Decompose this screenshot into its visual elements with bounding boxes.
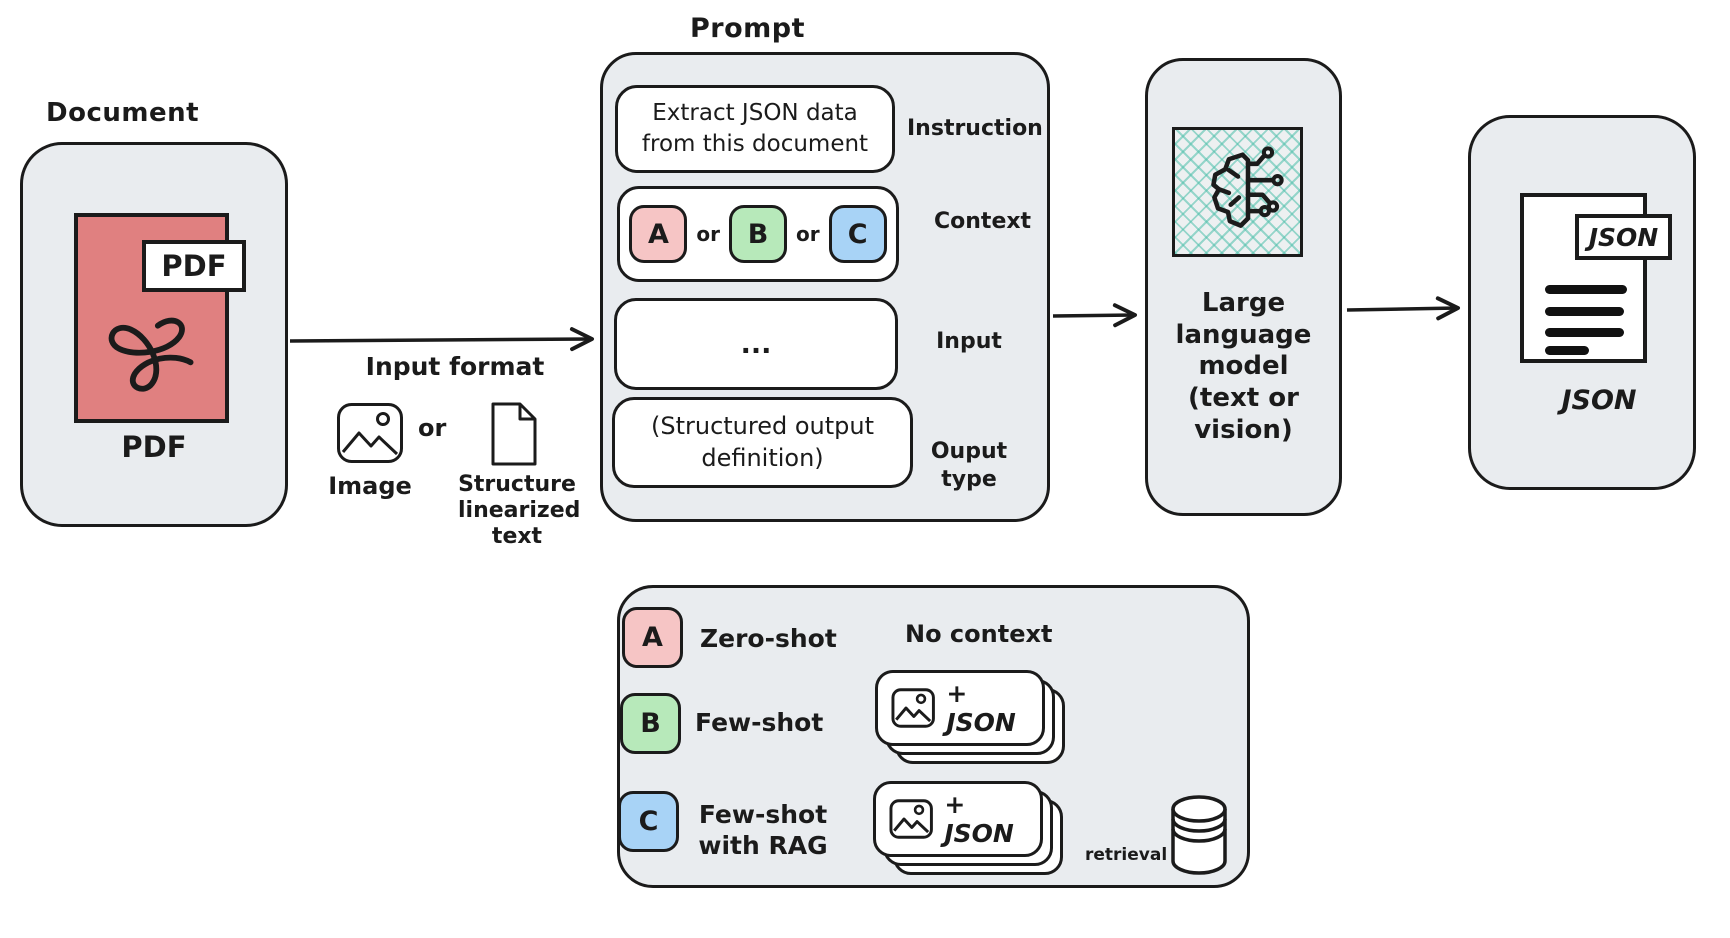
output-definition-box: (Structured output definition): [612, 397, 913, 488]
text-line: [1545, 328, 1624, 337]
document-title: Document: [46, 98, 200, 128]
json-caption: JSON: [1561, 385, 1637, 416]
legend-note-no-context: No context: [905, 620, 1053, 648]
text-line: [1545, 307, 1624, 316]
llm-chip-frame: [1172, 127, 1303, 257]
document-caption: PDF: [121, 430, 187, 464]
legend-chip-c: C: [618, 791, 679, 852]
retrieval-label: retrieval: [1085, 845, 1168, 865]
text-line: [1545, 285, 1627, 294]
instruction-text: Extract JSON data from this document: [641, 99, 869, 157]
card-front: + JSON: [873, 781, 1043, 857]
text-file-icon: [491, 402, 537, 466]
input-format-label: Input format: [365, 352, 545, 381]
example-card-stack: + JSON: [875, 670, 1067, 768]
arrow-prompt-to-llm: [1052, 303, 1137, 328]
context-label: Context: [934, 209, 1032, 234]
arrow-document-to-prompt: [289, 327, 594, 352]
example-card-stack-rag: + JSON: [873, 781, 1065, 879]
input-text: ...: [740, 328, 772, 360]
input-box: ...: [614, 298, 898, 390]
prompt-title: Prompt: [690, 13, 806, 44]
image-icon: [891, 688, 935, 728]
or-text: or: [696, 222, 720, 246]
instruction-label: Instruction: [907, 116, 1043, 141]
legend-label-zero-shot: Zero-shot: [700, 624, 837, 653]
image-icon: [337, 403, 403, 463]
legend-label-few-shot: Few-shot: [695, 708, 824, 737]
card-text: + JSON: [946, 679, 1016, 737]
or-text: or: [796, 222, 820, 246]
context-chip-c: C: [828, 205, 887, 263]
output-definition-text: (Structured output definition): [650, 412, 875, 472]
acrobat-squiggle-icon: [108, 317, 194, 392]
brain-circuit-icon: [1210, 146, 1284, 228]
context-chip-a: A: [629, 205, 688, 263]
text-format-caption: Structure linearized text: [458, 472, 581, 549]
or-text: or: [418, 414, 447, 442]
llm-caption: Large language model (text or vision): [1175, 288, 1312, 445]
database-icon: [1171, 795, 1227, 875]
text-line: [1545, 346, 1589, 355]
image-icon: [889, 799, 933, 839]
input-label: Input: [936, 329, 1002, 354]
card-text: + JSON: [944, 790, 1014, 848]
image-format-caption: Image: [328, 472, 412, 500]
card-front: + JSON: [875, 670, 1045, 746]
instruction-box: Extract JSON data from this document: [615, 85, 895, 173]
pdf-badge: PDF: [142, 240, 246, 292]
legend-chip-a: A: [622, 607, 683, 668]
legend-chip-b: B: [620, 693, 681, 754]
legend-label-few-shot-rag: Few-shot with RAG: [698, 800, 828, 861]
output-type-label: Ouput type: [930, 439, 1008, 492]
context-box: A or B or C: [617, 186, 899, 282]
arrow-llm-to-json: [1346, 296, 1460, 321]
context-chip-b: B: [729, 205, 787, 263]
json-badge: JSON: [1575, 214, 1672, 260]
